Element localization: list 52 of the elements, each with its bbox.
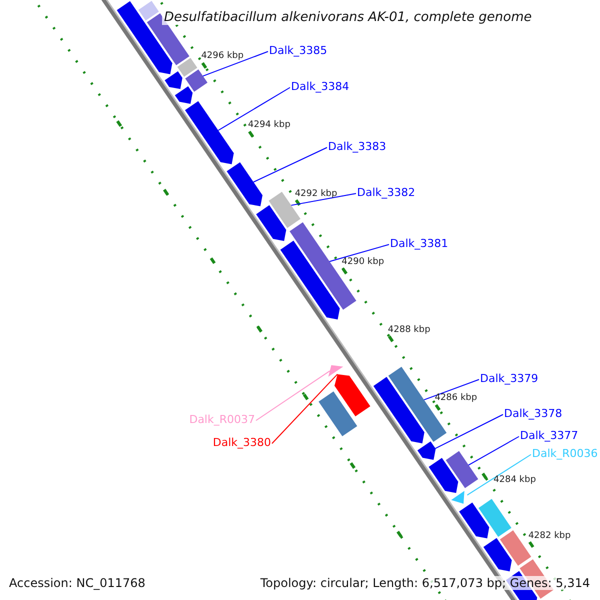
- gene-feature: [334, 374, 370, 416]
- scale-label: 4290 kbp: [342, 258, 384, 268]
- leader-line: [256, 370, 330, 421]
- gene-label: Dalk_3381: [390, 238, 448, 249]
- gene-feature: [483, 538, 512, 572]
- genome-info-text: Topology: circular; Length: 6,517,073 bp; Genes: 5,314: [260, 576, 590, 590]
- gene-feature: [185, 69, 208, 92]
- gene-feature: [226, 162, 262, 206]
- gene-feature: [280, 240, 340, 320]
- leader-line: [272, 374, 338, 444]
- gene-feature: [318, 391, 358, 436]
- gene-feature: [138, 0, 159, 21]
- accession-text: Accession: NC_011768: [9, 576, 146, 590]
- leader-line: [468, 436, 520, 466]
- leader-line: [424, 379, 480, 400]
- gene-feature: [174, 86, 193, 104]
- gene-feature: [451, 490, 464, 504]
- scale-label: 4282 kbp: [528, 532, 571, 541]
- leader-line: [218, 87, 290, 131]
- gene-label: Dalk_3384: [291, 81, 350, 92]
- gene-label: Dalk_3383: [328, 141, 386, 152]
- scale-label: 4296 kbp: [201, 52, 244, 62]
- leader-line: [434, 414, 504, 449]
- gene-label: Dalk_3382: [357, 187, 416, 198]
- gene-feature: [459, 502, 490, 538]
- title: Desulfatibacillum alkenivorans AK-01, complete genome: [162, 10, 534, 25]
- gene-feature: [373, 376, 424, 444]
- gene-feature: [478, 498, 512, 537]
- leader-line: [253, 147, 328, 182]
- gene-feature: [164, 71, 182, 89]
- leader-line: [329, 244, 390, 262]
- gene-label: Dalk_3379: [480, 373, 538, 384]
- scale-label: 4294 kbp: [248, 121, 290, 130]
- scale-label: 4286 kbp: [434, 394, 478, 404]
- gene-label: Dalk_R0037: [189, 414, 255, 425]
- gene-label: Dalk_3380: [212, 437, 271, 448]
- leader-line: [202, 51, 268, 77]
- gene-label: Dalk_R0036: [532, 448, 598, 459]
- gene-label: Dalk_3378: [504, 408, 562, 419]
- gene-feature: [328, 365, 344, 377]
- leader-line: [290, 193, 356, 206]
- gene-feature: [256, 205, 286, 241]
- scale-label: 4288 kbp: [388, 326, 430, 335]
- gene-feature: [177, 58, 198, 77]
- gene-label: Dalk_3377: [520, 430, 578, 441]
- gene-feature: [428, 458, 458, 493]
- gene-feature: [446, 451, 478, 488]
- scale-label: 4292 kbp: [294, 190, 338, 199]
- gene-feature: [185, 101, 234, 164]
- leader-line: [466, 454, 532, 496]
- gene-label: Dalk_3385: [269, 45, 328, 56]
- scale-label: 4284 kbp: [494, 476, 536, 485]
